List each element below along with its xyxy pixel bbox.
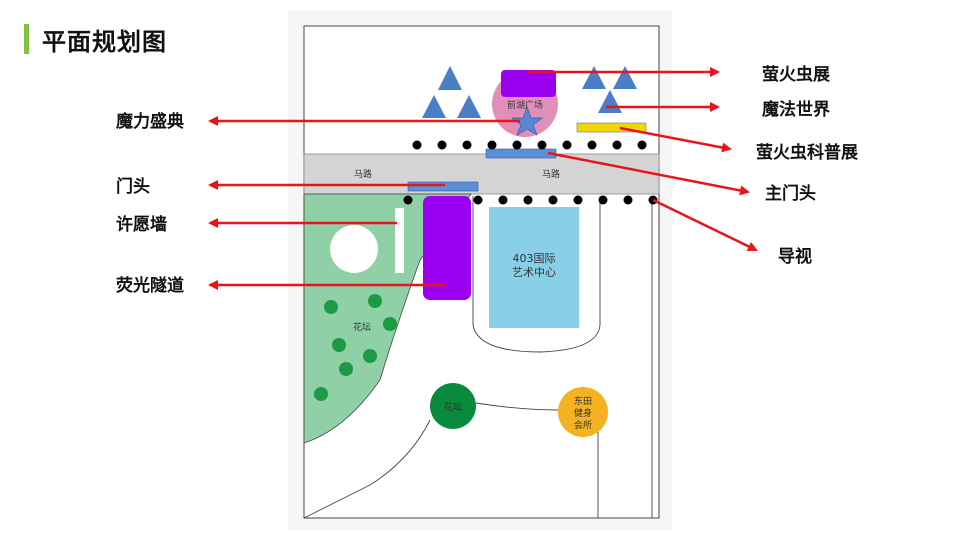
garden-circle [330,225,378,273]
arrow-guide [652,198,758,252]
arrow-firefly-science [619,126,732,153]
title-accent-bar [24,24,29,54]
label-firefly-science: 萤火虫科普展 [756,142,858,163]
label-main-gate: 主门头 [765,183,816,204]
star-icon [510,105,544,136]
gym-label-1: 东田 [574,395,592,407]
flowerbed-circle-label: 花坛 [444,401,462,413]
road-label-left: 马路 [354,168,372,180]
art-center-label-2: 艺术中心 [512,266,556,279]
road-label-right: 马路 [542,168,560,180]
tree-dot [383,317,397,331]
tree-dot [314,387,328,401]
callout-arrows [208,67,758,290]
path-connector [475,402,561,411]
art-center-path [472,196,601,353]
triangle-icon [438,66,462,90]
firefly-science-block [576,122,647,133]
label-glow-tunnel: 荧光隧道 [116,275,184,296]
firefly-exhibit-block [501,70,556,97]
main-gate-block [485,148,557,159]
wish-wall-block [395,208,404,273]
triangle-icon [582,66,606,89]
tree-dot [332,338,346,352]
tree-dot [324,300,338,314]
triangle-icon [457,95,481,118]
gym-label-3: 会所 [574,419,592,431]
label-magic-world: 魔法世界 [762,99,830,120]
flowerbed-label-left: 花坛 [353,321,371,333]
label-wish-wall: 许愿墙 [116,214,167,235]
label-gate: 门头 [116,176,150,197]
gate-block [407,181,479,192]
label-guide: 导视 [778,246,812,267]
road [303,153,660,195]
gym-label-2: 健身 [574,407,592,419]
art-center-block [489,207,579,328]
glow-tunnel-block [423,196,471,300]
guide-dots-top [412,140,647,150]
triangle-icon [613,66,637,89]
path-curve-lower-left [303,419,431,519]
tree-dot [368,294,382,308]
tree-dot [363,349,377,363]
flowerbed-circle [430,383,476,429]
gym-circle [558,387,608,437]
label-magic-ceremony: 魔力盛典 [116,111,184,132]
label-firefly-exhibit: 萤火虫展 [762,64,830,85]
guide-dots-bottom [403,195,658,205]
page-title: 平面规划图 [42,29,167,56]
triangle-icon [422,95,446,118]
art-center-label-1: 403国际 [513,252,556,265]
tree-dot [339,362,353,376]
arrow-main-gate [547,151,750,196]
plaza-label: 前湖广场 [507,99,543,111]
